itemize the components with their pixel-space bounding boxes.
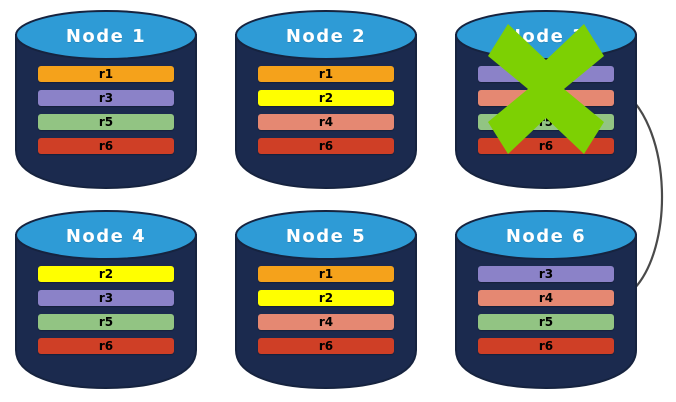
replica-list: r3 r4 r5 r6 [478, 266, 614, 362]
replica-row[interactable]: r6 [478, 338, 614, 354]
replica-row[interactable]: r3 [478, 266, 614, 282]
cylinder-top-ellipse [235, 210, 417, 260]
replica-row[interactable]: r6 [38, 338, 174, 354]
replica-row[interactable]: r6 [258, 138, 394, 154]
replica-row[interactable]: r2 [258, 290, 394, 306]
replica-list: r1 r2 r4 r6 [258, 66, 394, 162]
replica-list: r1 r2 r4 r6 [258, 266, 394, 362]
replica-row[interactable]: r6 [38, 138, 174, 154]
cylinder-top-ellipse [15, 10, 197, 60]
replica-row[interactable]: r5 [478, 114, 614, 130]
cylinder-top-ellipse [455, 210, 637, 260]
replica-list: r1 r3 r5 r6 [38, 66, 174, 162]
replica-row[interactable]: r3 [38, 290, 174, 306]
cylinder-top-ellipse [455, 10, 637, 60]
replica-row[interactable]: r4 [258, 314, 394, 330]
replica-row[interactable]: r2 [258, 90, 394, 106]
replica-row[interactable]: r4 [478, 290, 614, 306]
replica-row[interactable]: r3 [38, 90, 174, 106]
replica-row[interactable]: r6 [258, 338, 394, 354]
replica-row[interactable]: r5 [38, 114, 174, 130]
replica-row[interactable]: r5 [38, 314, 174, 330]
cylinder-top-ellipse [235, 10, 417, 60]
replica-row[interactable]: r5 [478, 314, 614, 330]
replica-row[interactable]: r2 [38, 266, 174, 282]
replica-row[interactable]: r1 [38, 66, 174, 82]
replica-row[interactable]: r4 [478, 90, 614, 106]
replica-row[interactable]: r4 [258, 114, 394, 130]
replica-row[interactable]: r6 [478, 138, 614, 154]
replica-row[interactable]: r1 [258, 66, 394, 82]
replica-row[interactable]: r1 [258, 266, 394, 282]
cylinder-top-ellipse [15, 210, 197, 260]
replica-list: r3 r4 r5 r6 [478, 66, 614, 162]
replica-row[interactable]: r3 [478, 66, 614, 82]
replica-list: r2 r3 r5 r6 [38, 266, 174, 362]
